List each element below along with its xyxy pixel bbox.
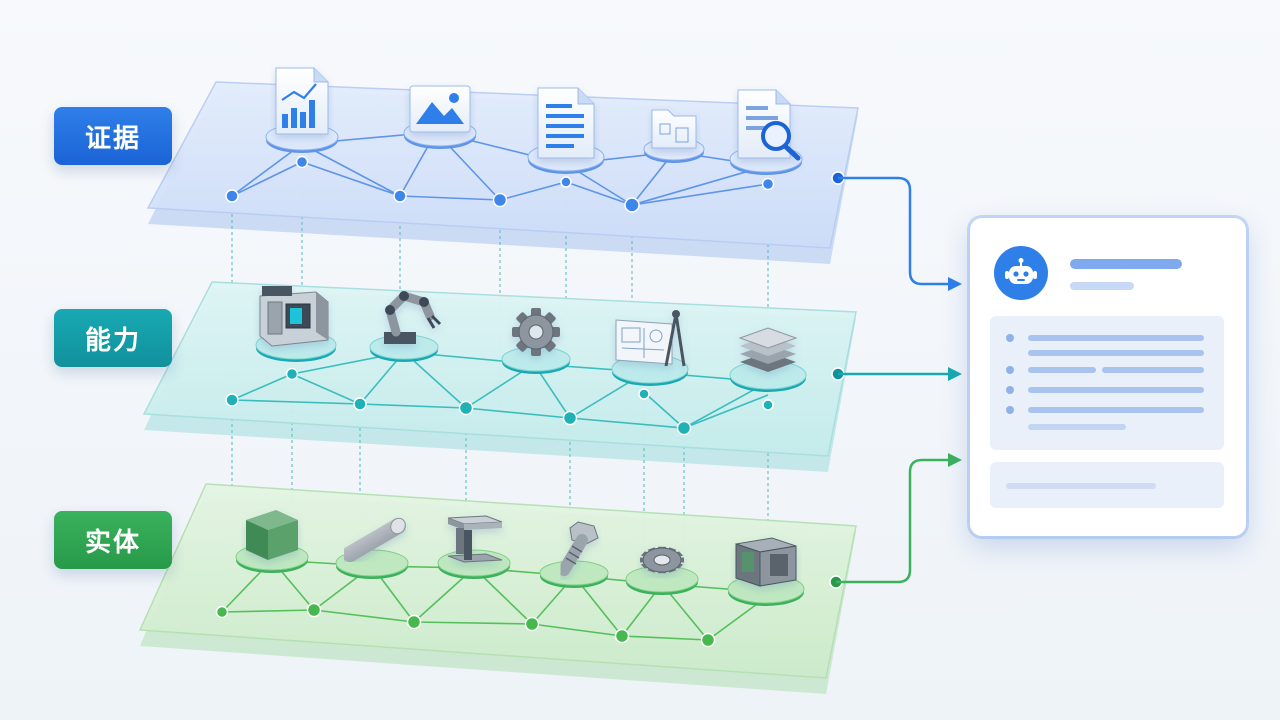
evidence-arrow: [831, 171, 962, 291]
graph-node: [458, 400, 474, 416]
bullet-dot: [1006, 386, 1014, 394]
entity-arrow: [829, 453, 962, 589]
graph-node: [761, 177, 775, 191]
graph-node: [614, 628, 630, 644]
graph-node: [524, 616, 540, 632]
bolt-icon: [539, 521, 609, 588]
graph-node: [215, 605, 229, 619]
text-placeholder-line: [1028, 387, 1204, 393]
graph-node: [353, 397, 367, 411]
capability-nodes: [225, 367, 774, 436]
robot-arm-icon: [369, 291, 442, 362]
text-placeholder-line: [1028, 424, 1126, 430]
steel-rod-icon: [335, 517, 409, 579]
gear-wheel-icon: [625, 546, 699, 595]
output-panel: [970, 218, 1246, 536]
graph-node: [700, 632, 716, 648]
graph-node: [295, 155, 309, 169]
capability-layer-label: 能力: [54, 309, 172, 367]
graph-node: [225, 189, 239, 203]
entity-plane: [138, 483, 857, 694]
text-placeholder-line: [1006, 483, 1156, 489]
bullet-dot: [1006, 366, 1014, 374]
bullet-dot: [1006, 334, 1014, 342]
image-icon: [403, 85, 477, 149]
text-placeholder-line: [1028, 335, 1204, 341]
graph-node: [560, 176, 572, 188]
text-placeholder-line: [1028, 407, 1204, 413]
input-placeholder-box: [990, 462, 1224, 508]
subtitle-placeholder-bar: [1070, 282, 1134, 290]
steel-beam-icon: [437, 515, 511, 579]
graph-node: [406, 614, 422, 630]
entity-layer-label: 实体: [54, 511, 172, 569]
metal-block-icon: [235, 510, 309, 573]
evidence-layer-label: 证据: [54, 107, 172, 165]
robot-icon: [994, 246, 1048, 300]
graph-node: [285, 367, 299, 381]
folder-document-icon: [643, 109, 705, 163]
bullet-dot: [1006, 406, 1014, 414]
cnc-machine-icon: [255, 286, 337, 362]
graph-node: [562, 410, 578, 426]
graph-node: [638, 388, 650, 400]
response-content-box: [990, 316, 1224, 450]
text-placeholder-line: [1028, 350, 1204, 356]
graph-node: [624, 197, 640, 213]
graph-node: [492, 192, 508, 208]
chart-document-icon: [265, 67, 339, 153]
text-document-icon: [527, 87, 605, 174]
graph-node: [306, 602, 322, 618]
blueprint-drawing-icon: [611, 310, 689, 386]
text-placeholder-line: [1102, 367, 1204, 373]
title-placeholder-bar: [1070, 259, 1182, 269]
graph-node: [762, 399, 774, 411]
search-document-icon: [729, 89, 803, 175]
entity-nodes: [215, 602, 716, 648]
machine-frame-icon: [727, 537, 805, 606]
gear-icon: [501, 308, 571, 374]
graph-node: [393, 189, 407, 203]
graph-node: [225, 393, 239, 407]
capability-arrow: [831, 367, 962, 381]
stacked-plates-icon: [729, 327, 807, 392]
graph-node: [676, 420, 692, 436]
evidence-nodes: [225, 155, 775, 213]
text-placeholder-line: [1028, 367, 1096, 373]
